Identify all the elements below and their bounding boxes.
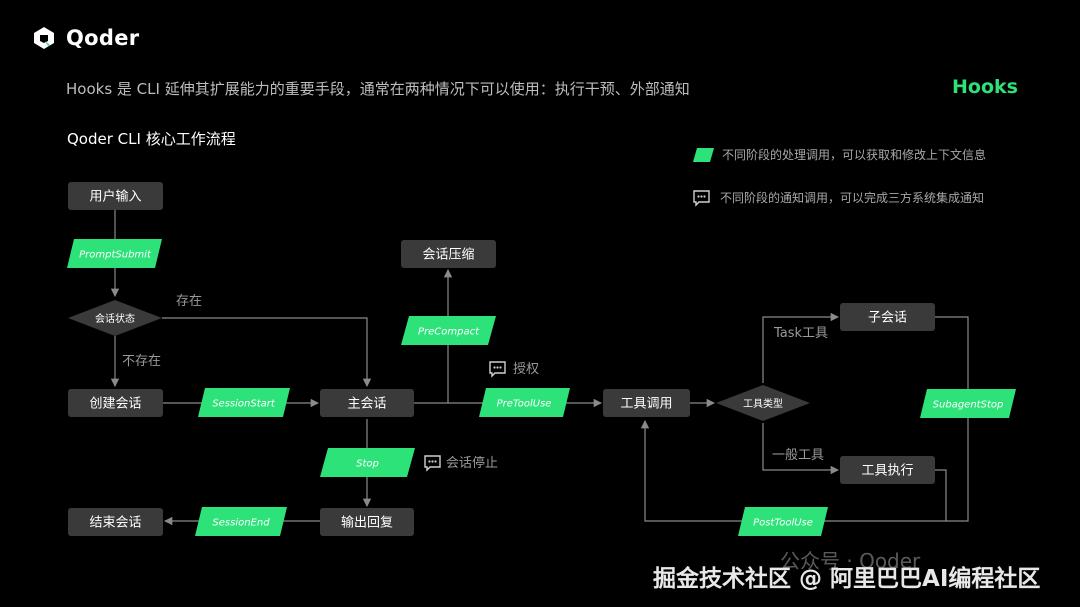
node-tool-exec-label: 工具执行 — [861, 464, 913, 479]
legend: 不同阶段的处理调用，可以获取和修改上下文信息 不同阶段的通知调用，可以完成三方系… — [693, 147, 986, 207]
hook-prompt-submit-label: PromptSubmit — [79, 250, 152, 261]
node-tool-type-label: 工具类型 — [743, 397, 783, 410]
hook-session-start-label: SessionStart — [212, 399, 276, 410]
watermark: 掘金技术社区 @ 阿里巴巴AI编程社区 — [653, 566, 1041, 592]
legend-process: 不同阶段的处理调用，可以获取和修改上下文信息 — [693, 147, 986, 162]
hook-subagent-stop: SubagentStop — [920, 389, 1016, 418]
edge-type-to-sub — [762, 312, 840, 383]
chat-bubble-icon — [693, 190, 710, 207]
hook-pre-compact: PreCompact — [401, 316, 496, 345]
hook-prompt-submit: PromptSubmit — [67, 239, 162, 268]
hook-pre-tool-use: PreToolUse — [479, 388, 570, 417]
node-main-session-label: 主会话 — [347, 397, 386, 412]
node-main-session: 主会话 — [320, 389, 414, 417]
node-session-state-label: 会话状态 — [95, 312, 135, 325]
hook-post-tool-use: PostToolUse — [738, 507, 828, 536]
node-user-input: 用户输入 — [68, 182, 163, 210]
hook-post-tool-use-label: PostToolUse — [753, 518, 813, 529]
node-tool-call: 工具调用 — [603, 389, 690, 417]
node-end-session-label: 结束会话 — [89, 516, 141, 531]
edge-type-to-exec — [762, 423, 840, 475]
notify-session-stop-label: 会话停止 — [446, 455, 498, 471]
edge-exec-return — [935, 469, 947, 521]
legend-notify: 不同阶段的通知调用，可以完成三方系统集成通知 — [693, 190, 984, 207]
chat-bubble-icon — [424, 455, 441, 472]
node-create-session: 创建会话 — [68, 389, 163, 417]
hook-session-end: SessionEnd — [195, 507, 287, 536]
node-output-reply: 输出回复 — [320, 508, 414, 536]
hook-subagent-stop-label: SubagentStop — [933, 400, 1004, 411]
chat-bubble-icon — [489, 361, 506, 378]
edge-state-to-main — [162, 317, 372, 388]
section-title: Qoder CLI 核心工作流程 — [67, 130, 236, 148]
notify-session-stop: 会话停止 — [424, 455, 498, 472]
node-compress-label: 会话压缩 — [422, 247, 474, 263]
brand-name: Qoder — [66, 26, 140, 50]
node-compress: 会话压缩 — [401, 240, 496, 268]
node-tool-type: 工具类型 — [716, 385, 810, 421]
qoder-logo-icon — [34, 27, 54, 49]
node-create-session-label: 创建会话 — [89, 397, 141, 412]
node-sub-session: 子会话 — [840, 303, 935, 331]
edge-label-not-exists: 不存在 — [122, 354, 161, 369]
edge-label-general-tool: 一般工具 — [772, 447, 824, 463]
node-tool-exec: 工具执行 — [840, 456, 935, 484]
node-end-session: 结束会话 — [68, 508, 163, 536]
watermark-ghost: 公众号 · Qoder — [780, 549, 921, 573]
page-subtitle: Hooks 是 CLI 延伸其扩展能力的重要手段，通常在两种情况下可以使用：执行… — [66, 80, 690, 98]
edge-label-exists: 存在 — [176, 294, 202, 309]
hook-stop-label: Stop — [356, 459, 379, 470]
hook-stop: Stop — [320, 448, 415, 477]
notify-authorize: 授权 — [489, 361, 539, 378]
hook-pre-compact-label: PreCompact — [418, 327, 480, 338]
node-session-state: 会话状态 — [68, 300, 162, 336]
page-title: Hooks — [952, 76, 1018, 98]
hook-session-start: SessionStart — [198, 388, 290, 417]
node-user-input-label: 用户输入 — [89, 189, 141, 205]
notify-authorize-label: 授权 — [513, 361, 539, 377]
hook-pre-tool-use-label: PreToolUse — [497, 399, 552, 410]
brand: Qoder — [32, 26, 139, 50]
legend-process-label: 不同阶段的处理调用，可以获取和修改上下文信息 — [722, 147, 986, 162]
edge-label-task-tool: Task工具 — [773, 326, 828, 341]
node-tool-call-label: 工具调用 — [620, 397, 672, 412]
legend-process-swatch — [693, 148, 714, 162]
node-output-reply-label: 输出回复 — [341, 515, 393, 531]
edge-sub-return — [640, 316, 969, 522]
node-sub-session-label: 子会话 — [868, 311, 907, 326]
hook-session-end-label: SessionEnd — [212, 518, 270, 529]
legend-notify-label: 不同阶段的通知调用，可以完成三方系统集成通知 — [720, 190, 984, 205]
